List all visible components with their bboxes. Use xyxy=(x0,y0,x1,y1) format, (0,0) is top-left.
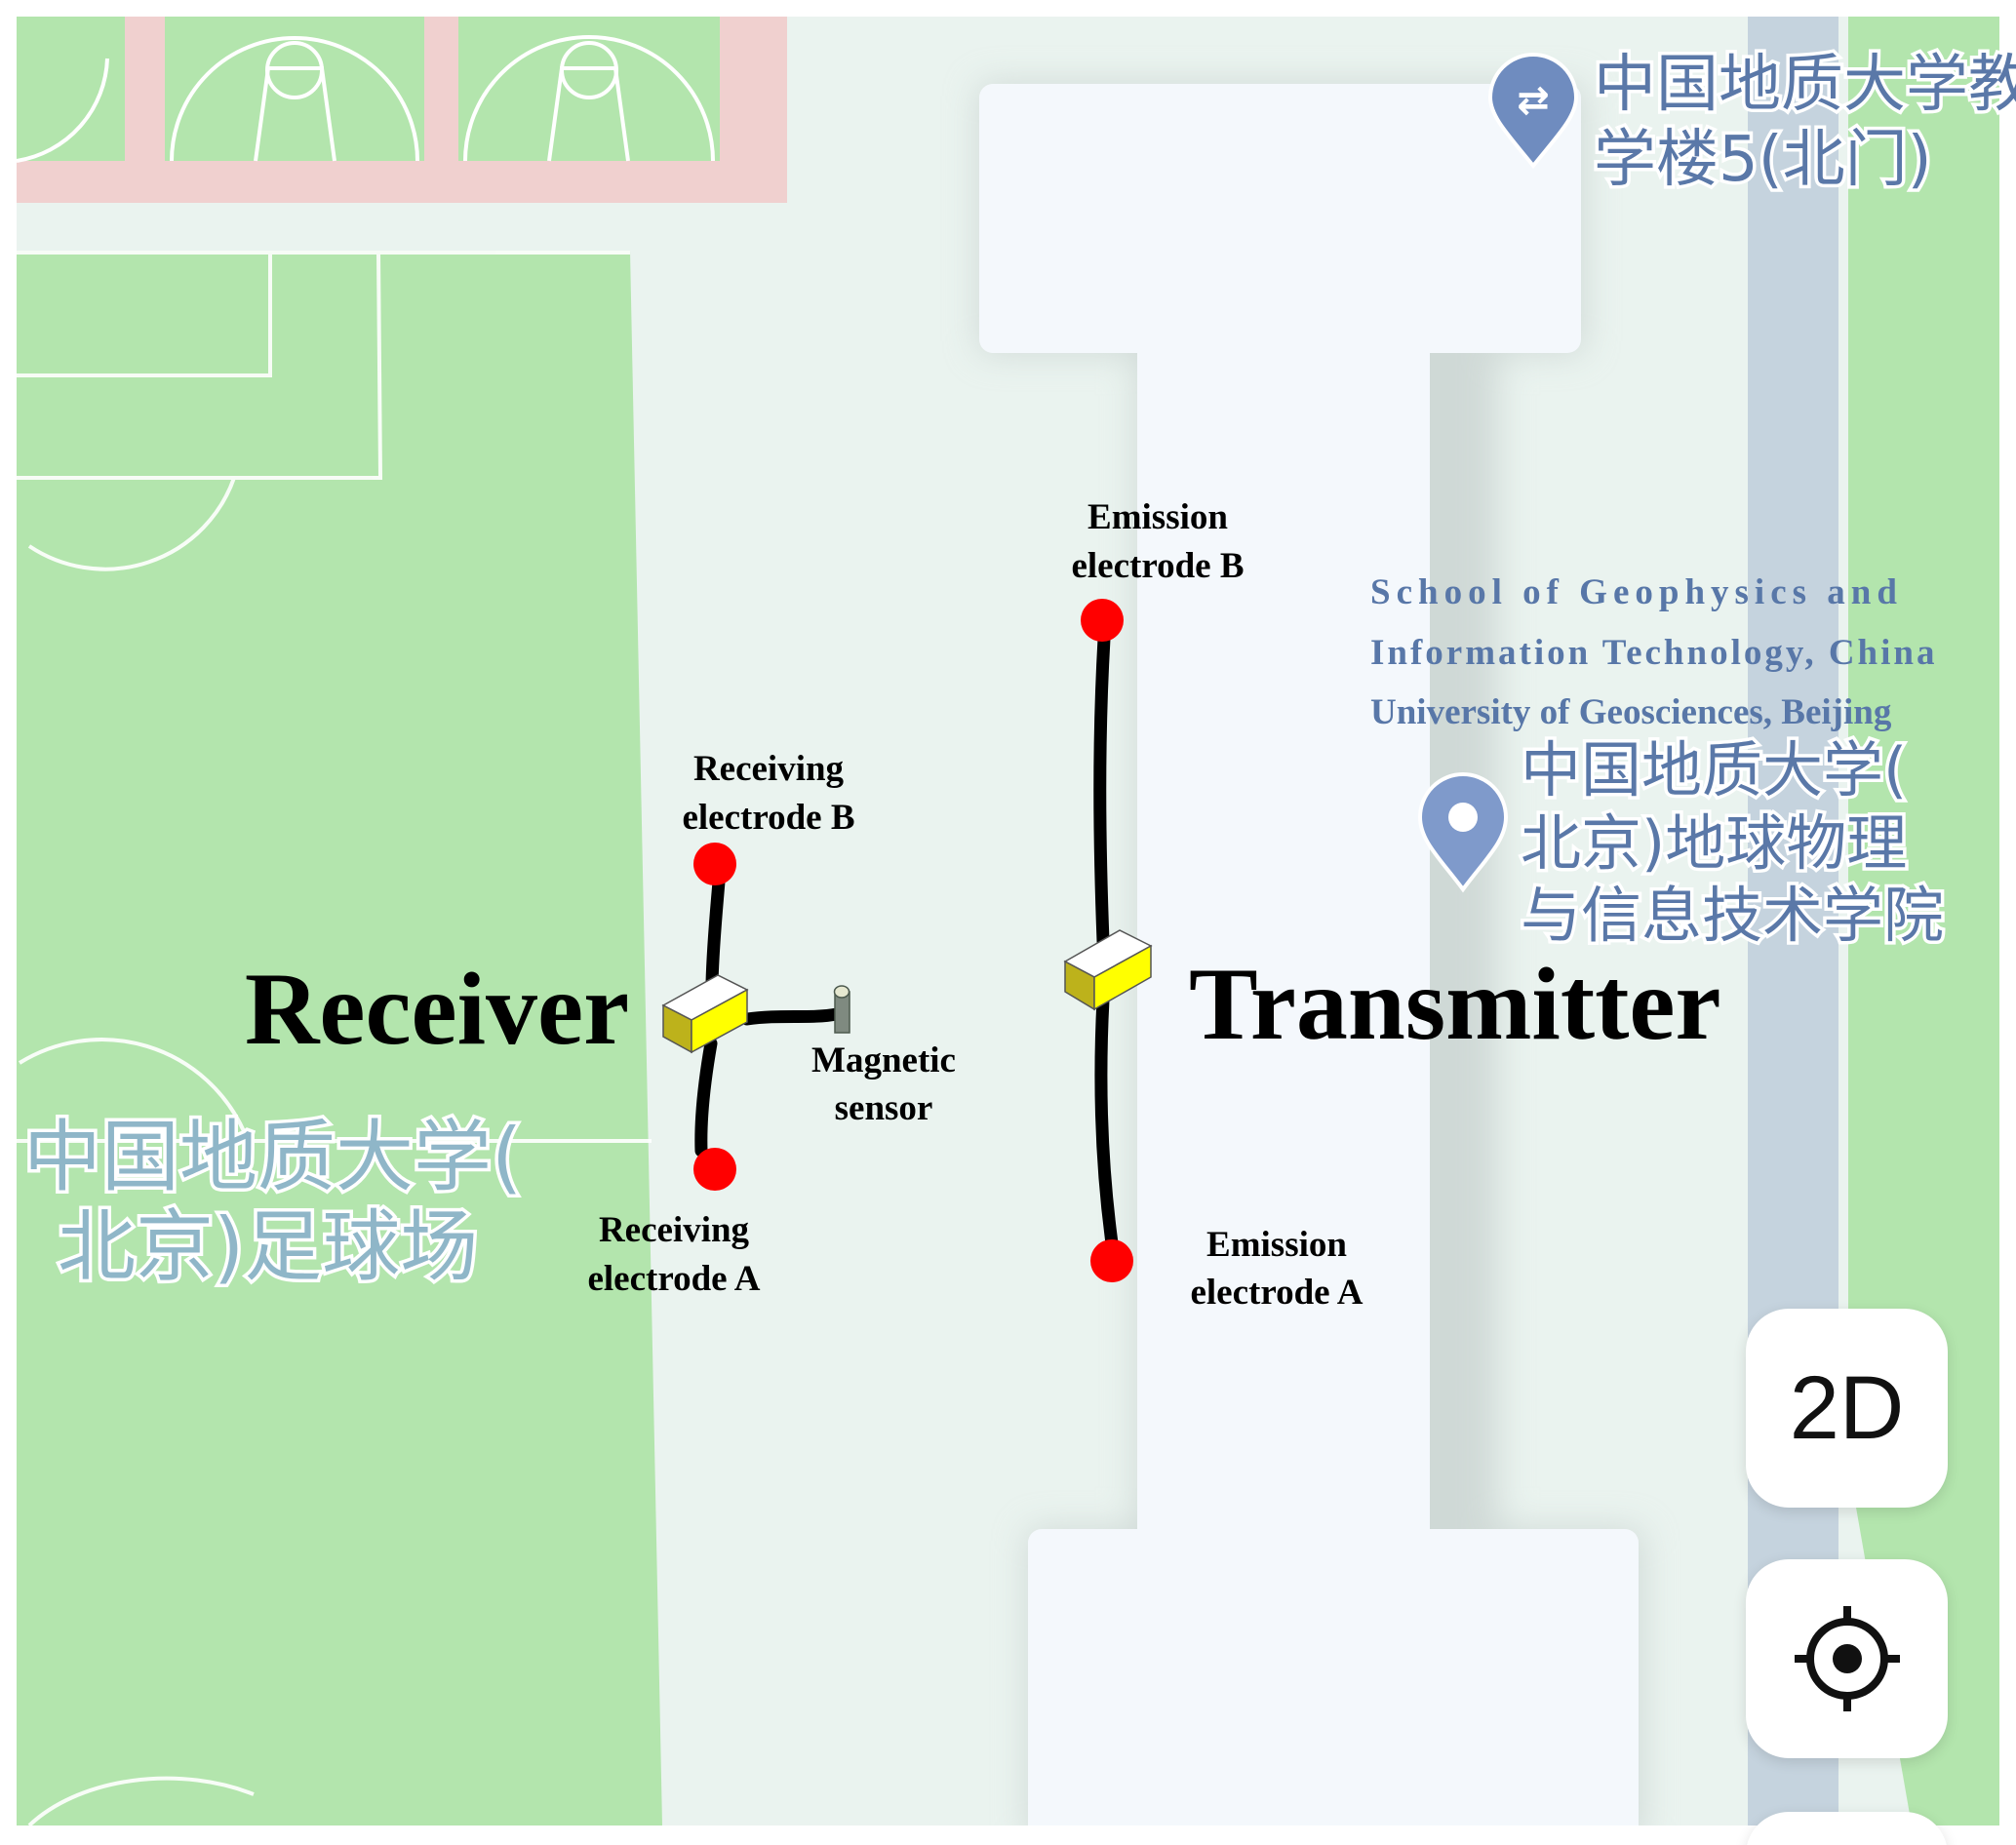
poi-school[interactable]: 中国地质大学( 北京)地球物理 与信息技术学院 xyxy=(1417,731,1948,955)
entrance-pin-icon xyxy=(1487,53,1579,170)
transmitter-cables xyxy=(1093,632,1119,1250)
svg-text:中国地质大学(: 中国地质大学( xyxy=(23,1112,522,1202)
receiving-a-label: Receiving xyxy=(599,1210,750,1250)
emission-b-label: Emission xyxy=(1087,497,1228,537)
emission-a-label-2: electrode A xyxy=(1190,1273,1363,1313)
basketball-courts xyxy=(17,17,787,203)
receiving-b-label-2: electrode B xyxy=(682,798,854,838)
emission-electrode-b-marker xyxy=(1081,599,1124,642)
road xyxy=(1748,17,1838,1825)
receiver-cables xyxy=(694,875,844,1158)
receiving-electrode-b-marker xyxy=(693,843,736,885)
svg-text:University of Geosciences, Bei: University of Geosciences, Beijing xyxy=(1370,692,1892,732)
partial-map-button[interactable] xyxy=(1746,1812,1948,1845)
svg-text:北京)足球场: 北京)足球场 xyxy=(58,1201,478,1292)
svg-text:中国地质大学教: 中国地质大学教 xyxy=(1594,49,2016,121)
svg-text:北京)地球物理: 北京)地球物理 xyxy=(1521,807,1907,879)
svg-text:⇄: ⇄ xyxy=(1517,78,1550,123)
football-field xyxy=(17,251,662,1825)
magnetic-label-2: sensor xyxy=(835,1088,933,1128)
receiver-box-icon xyxy=(661,974,749,1054)
svg-text:与信息技术学院: 与信息技术学院 xyxy=(1521,880,1944,951)
poi-top-right[interactable]: ⇄ 中国地质大学教 学楼5(北门) xyxy=(1487,46,2016,200)
crosshair-locate-icon xyxy=(1794,1606,1900,1711)
emission-electrode-a-marker xyxy=(1090,1239,1133,1282)
receiving-electrode-a-marker xyxy=(693,1148,736,1191)
building-i-shape xyxy=(979,84,1639,1825)
receiving-b-label: Receiving xyxy=(693,749,845,789)
svg-text:Information Technology, China: Information Technology, China xyxy=(1370,633,1937,673)
svg-text:School of Geophysics and: School of Geophysics and xyxy=(1370,572,1903,612)
receiving-a-label-2: electrode A xyxy=(587,1259,760,1299)
transmitter-label: Transmitter xyxy=(1189,947,1721,1061)
svg-text:中国地质大学(: 中国地质大学( xyxy=(1521,734,1907,805)
magnetic-label: Magnetic xyxy=(811,1040,956,1080)
emission-b-label-2: electrode B xyxy=(1071,546,1244,586)
transmitter-box-icon xyxy=(1063,929,1153,1011)
magnetic-sensor-icon xyxy=(833,985,850,1034)
svg-text:学楼5(北门): 学楼5(北门) xyxy=(1594,124,1932,196)
poi-football-field[interactable]: 中国地质大学( 北京)足球场 xyxy=(20,1109,526,1296)
emission-a-label: Emission xyxy=(1206,1225,1347,1265)
receiver-label: Receiver xyxy=(245,952,629,1066)
view-mode-2d-button[interactable]: 2D xyxy=(1746,1309,1948,1508)
school-english-label: School of Geophysics and Information Tec… xyxy=(1370,572,1937,732)
locate-button[interactable] xyxy=(1746,1559,1948,1758)
